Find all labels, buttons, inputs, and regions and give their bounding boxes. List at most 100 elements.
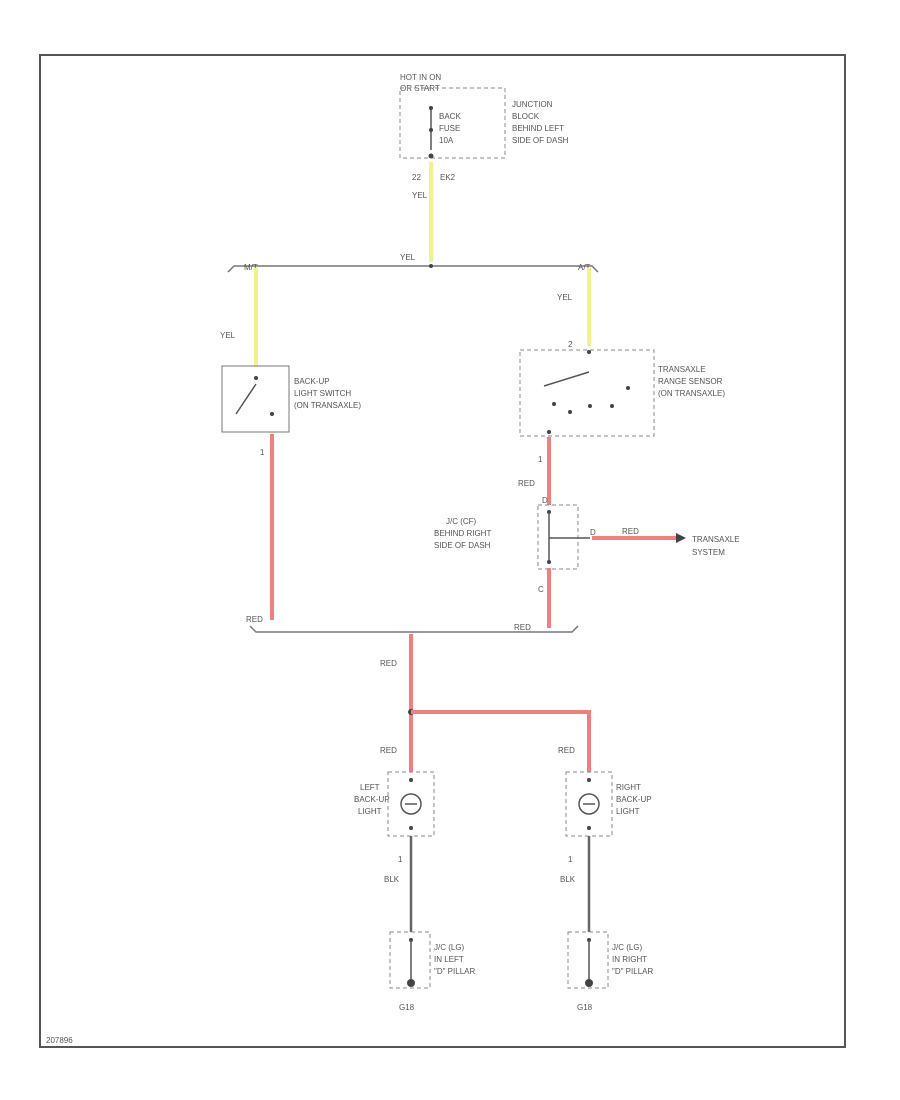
backup-switch-node-bottom xyxy=(270,412,274,416)
fuse-label-3: 10A xyxy=(439,136,454,145)
wire-label-red-jc: RED xyxy=(622,527,639,536)
joint-connector-pin-bottom: C xyxy=(538,585,544,594)
fuse-pin-right: EK2 xyxy=(440,173,456,182)
range-sensor-contact-3 xyxy=(588,404,592,408)
joint-connector-node-bottom xyxy=(547,560,551,564)
fuse-node-mid xyxy=(429,128,433,132)
right-ground-connector: J/C (LG) IN RIGHT "D" PILLAR G18 xyxy=(567,931,653,1012)
junction-label-2: BLOCK xyxy=(512,112,540,121)
right-lamp-bulb-icon xyxy=(578,793,600,815)
joint-connector-pin-side: D xyxy=(590,528,596,537)
right-ground-label-1: J/C (LG) xyxy=(612,943,643,952)
range-sensor-label-3: (ON TRANSAXLE) xyxy=(658,389,725,398)
right-ground-label-3: "D" PILLAR xyxy=(612,967,653,976)
range-sensor-pin-top: 2 xyxy=(568,340,573,349)
bus-label-red-left: RED xyxy=(246,615,263,624)
wire-label-red-tr: RED xyxy=(518,479,535,488)
left-lamp-pin: 1 xyxy=(398,855,403,864)
right-backup-light: RIGHT BACK-UP LIGHT 1 xyxy=(565,771,652,864)
wire-label-blk-right: BLK xyxy=(560,875,576,884)
joint-connector-label-1: J/C (CF) xyxy=(446,517,477,526)
right-ground-box xyxy=(567,931,609,989)
fuse-label-1: BACK xyxy=(439,112,461,121)
bus-label-red-right: RED xyxy=(514,623,531,632)
junction-block: HOT IN ON OR START BACK FUSE 10A JUNCTIO… xyxy=(399,73,569,182)
backup-switch-node-top xyxy=(254,376,258,380)
right-lamp-node-bottom xyxy=(587,826,591,830)
upper-bus xyxy=(227,265,599,273)
left-lamp-bulb-icon xyxy=(400,793,422,815)
right-lamp-node-top xyxy=(587,778,591,782)
junction-label-3: BEHIND LEFT xyxy=(512,124,564,133)
transaxle-range-sensor: 2 TRANSAXLE RANGE SENSOR (ON TRANSAXLE) … xyxy=(519,340,725,464)
transaxle-system-label-1: TRANSAXLE xyxy=(692,535,740,544)
backup-switch-label-1: BACK-UP xyxy=(294,377,330,386)
left-ground-label-1: J/C (LG) xyxy=(434,943,465,952)
joint-connector-pin-top: D xyxy=(542,496,548,505)
right-ground-id: G18 xyxy=(577,1003,593,1012)
bus-label-yel: YEL xyxy=(400,253,416,262)
upper-bus-node xyxy=(429,264,433,268)
left-ground-id: G18 xyxy=(399,1003,415,1012)
range-sensor-contact-1 xyxy=(552,402,556,406)
left-ground-label-3: "D" PILLAR xyxy=(434,967,475,976)
fuse-header-2: OR START xyxy=(400,84,440,93)
fuse-node-top xyxy=(429,106,433,110)
arrow-to-transaxle-system xyxy=(676,533,686,543)
lower-bus xyxy=(249,625,579,633)
junction-label-1: JUNCTION xyxy=(512,100,553,109)
left-lamp-label-2: BACK-UP xyxy=(354,795,390,804)
diagram-frame xyxy=(39,54,846,1048)
left-ground-box xyxy=(389,931,431,989)
right-lamp-label-2: BACK-UP xyxy=(616,795,652,804)
wire-label-blk-left: BLK xyxy=(384,875,400,884)
transaxle-system-label-2: SYSTEM xyxy=(692,548,725,557)
left-backup-light: LEFT BACK-UP LIGHT 1 xyxy=(354,771,435,864)
backup-light-switch: BACK-UP LIGHT SWITCH (ON TRANSAXLE) 1 xyxy=(221,365,361,457)
right-ground-icon xyxy=(585,979,593,987)
left-ground-icon xyxy=(407,979,415,987)
bus-label-mt: M/T xyxy=(244,263,258,272)
left-lamp-node-top xyxy=(409,778,413,782)
wire-label-red-down: RED xyxy=(380,659,397,668)
backup-switch-pin: 1 xyxy=(260,448,265,457)
range-sensor-contact xyxy=(543,371,590,387)
wire-red-right-branch xyxy=(411,710,591,772)
left-lamp-label-1: LEFT xyxy=(360,783,380,792)
bus-label-at: A/T xyxy=(578,263,591,272)
fuse-label-2: FUSE xyxy=(439,124,460,133)
left-lamp-label-3: LIGHT xyxy=(358,807,382,816)
fuse-pin-left: 22 xyxy=(412,173,421,182)
backup-switch-box xyxy=(221,365,290,433)
range-sensor-node-bottom xyxy=(547,430,551,434)
junction-label-4: SIDE OF DASH xyxy=(512,136,569,145)
fuse-header-1: HOT IN ON xyxy=(400,73,441,82)
wire-label-yel-top: YEL xyxy=(412,191,428,200)
range-sensor-node-top xyxy=(587,350,591,354)
fuse-output-node xyxy=(428,153,434,159)
joint-connector-label-3: SIDE OF DASH xyxy=(434,541,491,550)
backup-switch-label-2: LIGHT SWITCH xyxy=(294,389,351,398)
joint-connector-box xyxy=(537,504,579,570)
wire-label-red-left-lamp: RED xyxy=(380,746,397,755)
range-sensor-pin-bottom: 1 xyxy=(538,455,543,464)
range-sensor-contact-5 xyxy=(626,386,630,390)
right-ground-label-2: IN RIGHT xyxy=(612,955,647,964)
joint-connector-label-2: BEHIND RIGHT xyxy=(434,529,491,538)
junction-block-box xyxy=(399,87,506,159)
backup-switch-contact xyxy=(235,383,257,415)
wire-label-red-right-lamp: RED xyxy=(558,746,575,755)
right-lamp-label-3: LIGHT xyxy=(616,807,640,816)
range-sensor-label-1: TRANSAXLE xyxy=(658,365,706,374)
backup-switch-label-3: (ON TRANSAXLE) xyxy=(294,401,361,410)
range-sensor-label-2: RANGE SENSOR xyxy=(658,377,723,386)
right-lamp-pin: 1 xyxy=(568,855,573,864)
left-ground-label-2: IN LEFT xyxy=(434,955,464,964)
figure-id: 207896 xyxy=(46,1036,73,1045)
left-lamp-node-bottom xyxy=(409,826,413,830)
wire-label-yel-left: YEL xyxy=(220,331,236,340)
right-lamp-label-1: RIGHT xyxy=(616,783,641,792)
range-sensor-box xyxy=(519,349,655,437)
left-ground-connector: J/C (LG) IN LEFT "D" PILLAR G18 xyxy=(389,931,475,1012)
range-sensor-contact-4 xyxy=(610,404,614,408)
